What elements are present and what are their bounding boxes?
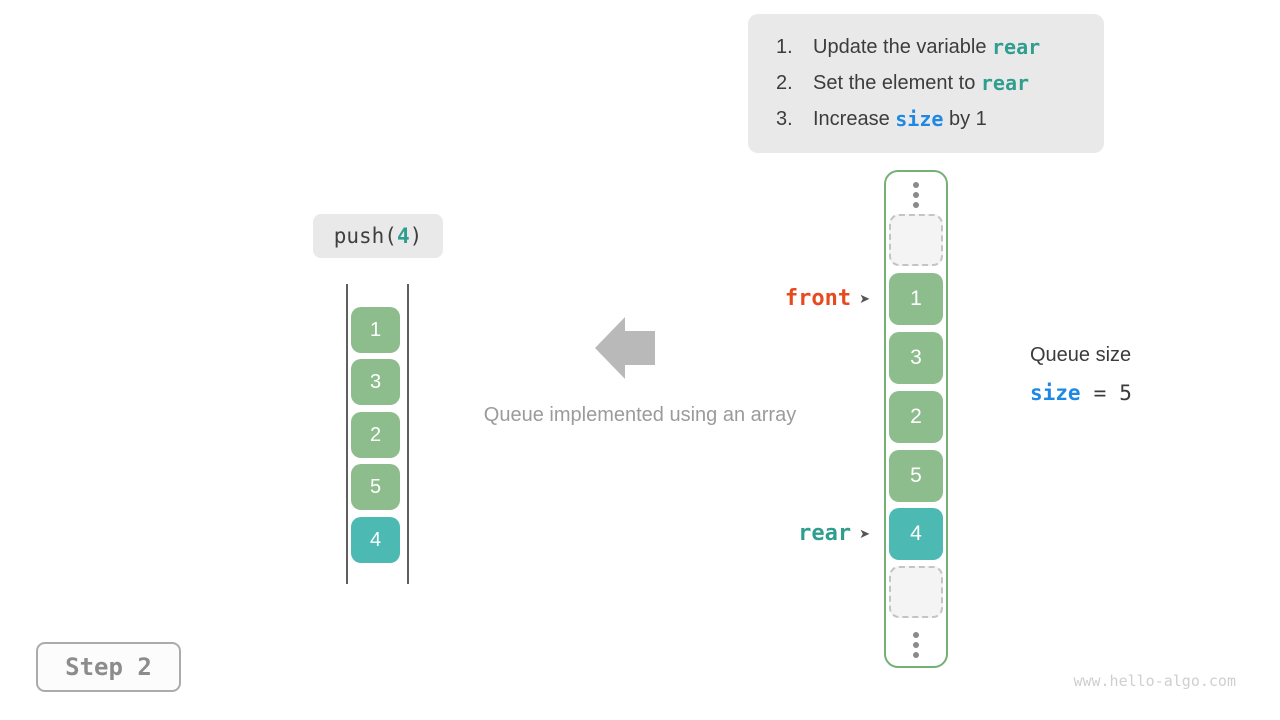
stack-wall-left (346, 284, 348, 584)
step-text: by 1 (943, 107, 987, 130)
front-pointer-label: front (784, 286, 852, 311)
watermark: www.hello-algo.com (1073, 672, 1236, 690)
operation-fn: push( (333, 224, 397, 248)
step-text: Set the element to (813, 71, 981, 94)
instruction-step-2: 2. Set the element to rear (776, 65, 1104, 101)
vertical-ellipsis-icon (913, 182, 919, 208)
diagram-caption: Queue implemented using an array (483, 404, 797, 426)
rear-pointer: rear ➤ (762, 521, 870, 546)
operation-arg: 4 (396, 224, 410, 248)
array-cell: 5 (889, 450, 943, 502)
step-number: 1. (776, 35, 793, 58)
queue-size-value: size = 5 (1030, 381, 1132, 405)
instruction-step-1: 1. Update the variable rear (776, 29, 1104, 65)
step-text: Increase (813, 107, 896, 130)
code-token-rear: rear (980, 71, 1030, 95)
stack-wall-right (407, 284, 409, 584)
operation-close: ) (409, 224, 423, 248)
instruction-step-3: 3. Increase size by 1 (776, 101, 1104, 137)
step-number: 3. (776, 107, 793, 130)
code-token-rear: rear (992, 35, 1041, 59)
stack-cell: 3 (351, 359, 400, 405)
array-empty-slot (889, 566, 943, 618)
vertical-ellipsis-icon (913, 632, 919, 658)
pointer-arrow-icon: ➤ (859, 290, 870, 306)
queue-size-title: Queue size (1030, 344, 1132, 366)
stack-cell: 2 (351, 412, 400, 458)
step-badge: Step 2 (36, 642, 181, 692)
array-cell: 3 (889, 332, 943, 384)
left-block-arrow-icon (595, 317, 655, 379)
front-pointer: front ➤ (762, 286, 870, 311)
step-number: 2. (776, 71, 793, 94)
size-value: 5 (1119, 381, 1132, 405)
rear-pointer-label: rear (798, 521, 852, 546)
array-cell: 2 (889, 391, 943, 443)
pointer-arrow-icon: ➤ (859, 525, 870, 541)
stack-cell-highlighted: 4 (351, 517, 400, 563)
step-text: Update the variable (813, 35, 993, 58)
stack-cell: 1 (351, 307, 400, 353)
stack-cell: 5 (351, 464, 400, 510)
operation-label: push(4) (313, 214, 443, 258)
array-cell: 1 (889, 273, 943, 325)
size-variable: size (1030, 381, 1081, 405)
equals-sign: = (1093, 381, 1107, 405)
array-empty-slot (889, 214, 943, 266)
array-cell-highlighted: 4 (889, 508, 943, 560)
code-token-size: size (895, 107, 944, 131)
instruction-box: 1. Update the variable rear 2. Set the e… (748, 14, 1104, 153)
